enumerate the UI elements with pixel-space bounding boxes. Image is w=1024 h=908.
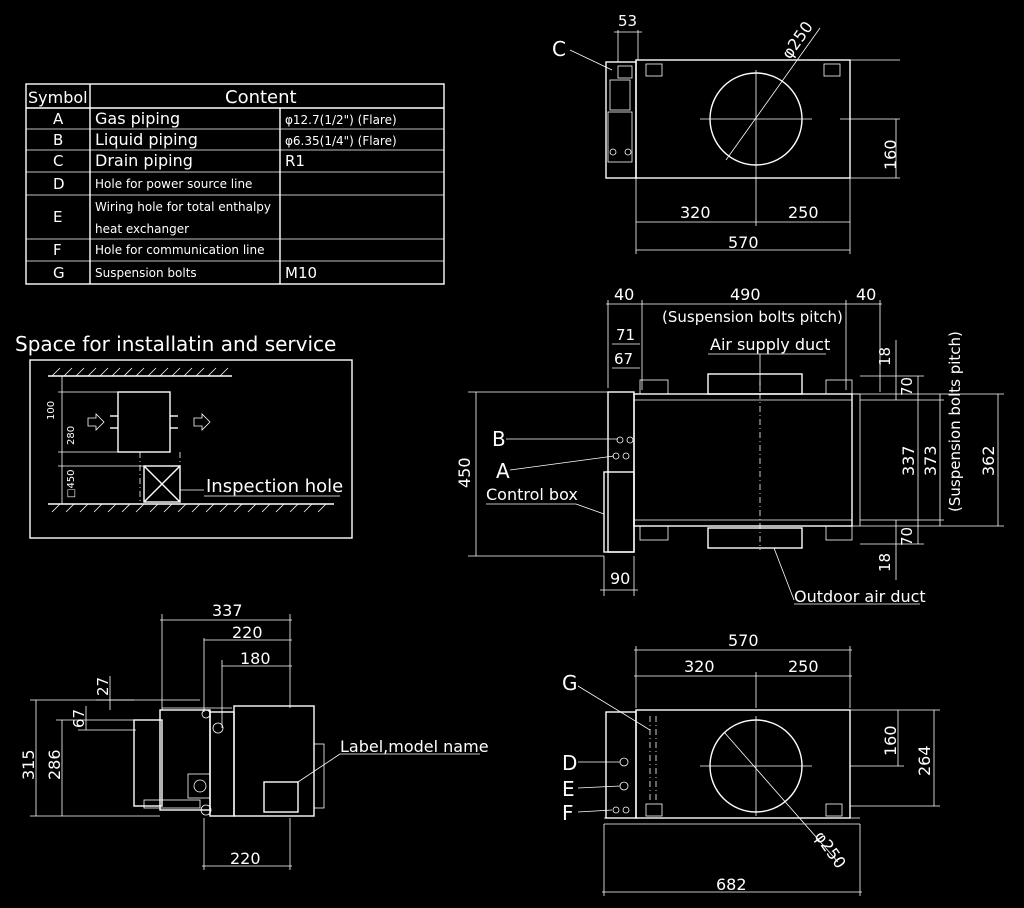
table-row-a-spec: φ12.7(1/2") (Flare): [285, 113, 397, 127]
bottom-dim-264: 264: [915, 745, 934, 776]
bottom-label-e: E: [562, 777, 575, 801]
side-dim-220a: 220: [232, 623, 263, 642]
plan-dim-450: 450: [455, 457, 474, 488]
plan-label-b: B: [492, 427, 506, 451]
table-row-c-symbol: C: [53, 152, 63, 170]
table-row-d-content: Hole for power source line: [95, 177, 252, 191]
top-dim-250: 250: [788, 203, 819, 222]
plan-dim-40a: 40: [614, 285, 634, 304]
side-dim-27: 27: [94, 677, 112, 696]
bottom-dim-682: 682: [716, 875, 747, 894]
plan-dim-18b: 18: [876, 553, 894, 572]
side-view: 337 220 180 27 67 315 286 La: [19, 601, 489, 870]
bottom-dim-320: 320: [684, 657, 715, 676]
plan-pitch-label-v: (Suspension bolts pitch): [946, 331, 964, 512]
side-dim-315: 315: [19, 749, 38, 780]
table-row-a-content: Gas piping: [95, 109, 180, 128]
plan-view: 40 490 40 (Suspension bolts pitch) 71 67…: [455, 285, 1004, 606]
plan-dim-90: 90: [610, 569, 630, 588]
top-label-c: C: [552, 37, 566, 61]
table-row-b-symbol: B: [53, 131, 63, 149]
plan-label-a: A: [496, 459, 510, 483]
plan-control-box: Control box: [486, 485, 578, 504]
symbol-table: Symbol Content A Gas piping φ12.7(1/2") …: [25, 83, 445, 285]
table-row-d-symbol: D: [53, 175, 65, 193]
plan-dim-337: 337: [899, 445, 918, 476]
table-row-e-symbol: E: [53, 208, 62, 226]
bottom-dim-250: 250: [788, 657, 819, 676]
bottom-view: 570 320 250 φ250 G D E F 160 264: [562, 631, 940, 896]
plan-dim-490: 490: [730, 285, 761, 304]
top-dim-570: 570: [728, 233, 759, 252]
top-dim-160: 160: [881, 139, 900, 170]
bottom-dim-160: 160: [881, 725, 900, 756]
plan-dim-373: 373: [921, 445, 940, 476]
service-dim-450: □450: [66, 469, 77, 498]
table-row-e-content2: heat exchanger: [95, 222, 189, 236]
bottom-label-g: G: [562, 671, 578, 695]
bottom-dim-dia: φ250: [811, 827, 850, 872]
table-row-c-content: Drain piping: [95, 151, 193, 170]
bottom-label-f: F: [562, 801, 574, 825]
service-dim-100: 100: [46, 401, 57, 420]
table-header-content: Content: [225, 87, 297, 108]
table-row-c-spec: R1: [285, 152, 305, 170]
plan-outdoor-air: Outdoor air duct: [794, 587, 926, 606]
service-inspection-label: Inspection hole: [206, 476, 343, 497]
top-dim-53: 53: [618, 12, 637, 30]
side-dim-220b: 220: [230, 849, 261, 868]
table-row-b-spec: φ6.35(1/4") (Flare): [285, 134, 397, 148]
service-section-title: Space for installatin and service: [15, 332, 337, 356]
plan-pitch-label: (Suspension bolts pitch): [662, 308, 843, 326]
side-dim-286: 286: [45, 749, 64, 780]
plan-dim-40b: 40: [856, 285, 876, 304]
top-view: φ250 C 53 160 320 250 570: [552, 12, 900, 254]
table-row-g-spec: M10: [285, 264, 317, 282]
top-dim-320: 320: [680, 203, 711, 222]
table-row-g-symbol: G: [53, 264, 65, 282]
bottom-dim-570: 570: [728, 631, 759, 650]
plan-dim-70a: 70: [898, 377, 916, 396]
plan-air-supply: Air supply duct: [710, 335, 830, 354]
plan-dim-71: 71: [616, 326, 635, 344]
plan-dim-18a: 18: [876, 347, 894, 366]
plan-dim-362: 362: [979, 445, 998, 476]
table-row-f-content: Hole for communication line: [95, 243, 264, 257]
side-dim-180: 180: [240, 649, 271, 668]
service-dim-280: 280: [66, 426, 77, 445]
table-row-e-content: Wiring hole for total enthalpy: [95, 200, 271, 214]
side-dim-67: 67: [70, 709, 88, 728]
table-row-a-symbol: A: [53, 110, 64, 128]
side-label-model: Label,model name: [340, 737, 489, 756]
table-row-g-content: Suspension bolts: [95, 266, 197, 280]
plan-dim-67: 67: [614, 350, 633, 368]
side-dim-337: 337: [212, 601, 243, 620]
table-row-f-symbol: F: [53, 241, 62, 259]
service-space-diagram: 100 280 □450 Inspection hole: [29, 359, 353, 539]
plan-dim-70b: 70: [898, 527, 916, 546]
bottom-label-d: D: [562, 751, 577, 775]
table-header-symbol: Symbol: [28, 88, 88, 107]
table-row-b-content: Liquid piping: [95, 130, 198, 149]
